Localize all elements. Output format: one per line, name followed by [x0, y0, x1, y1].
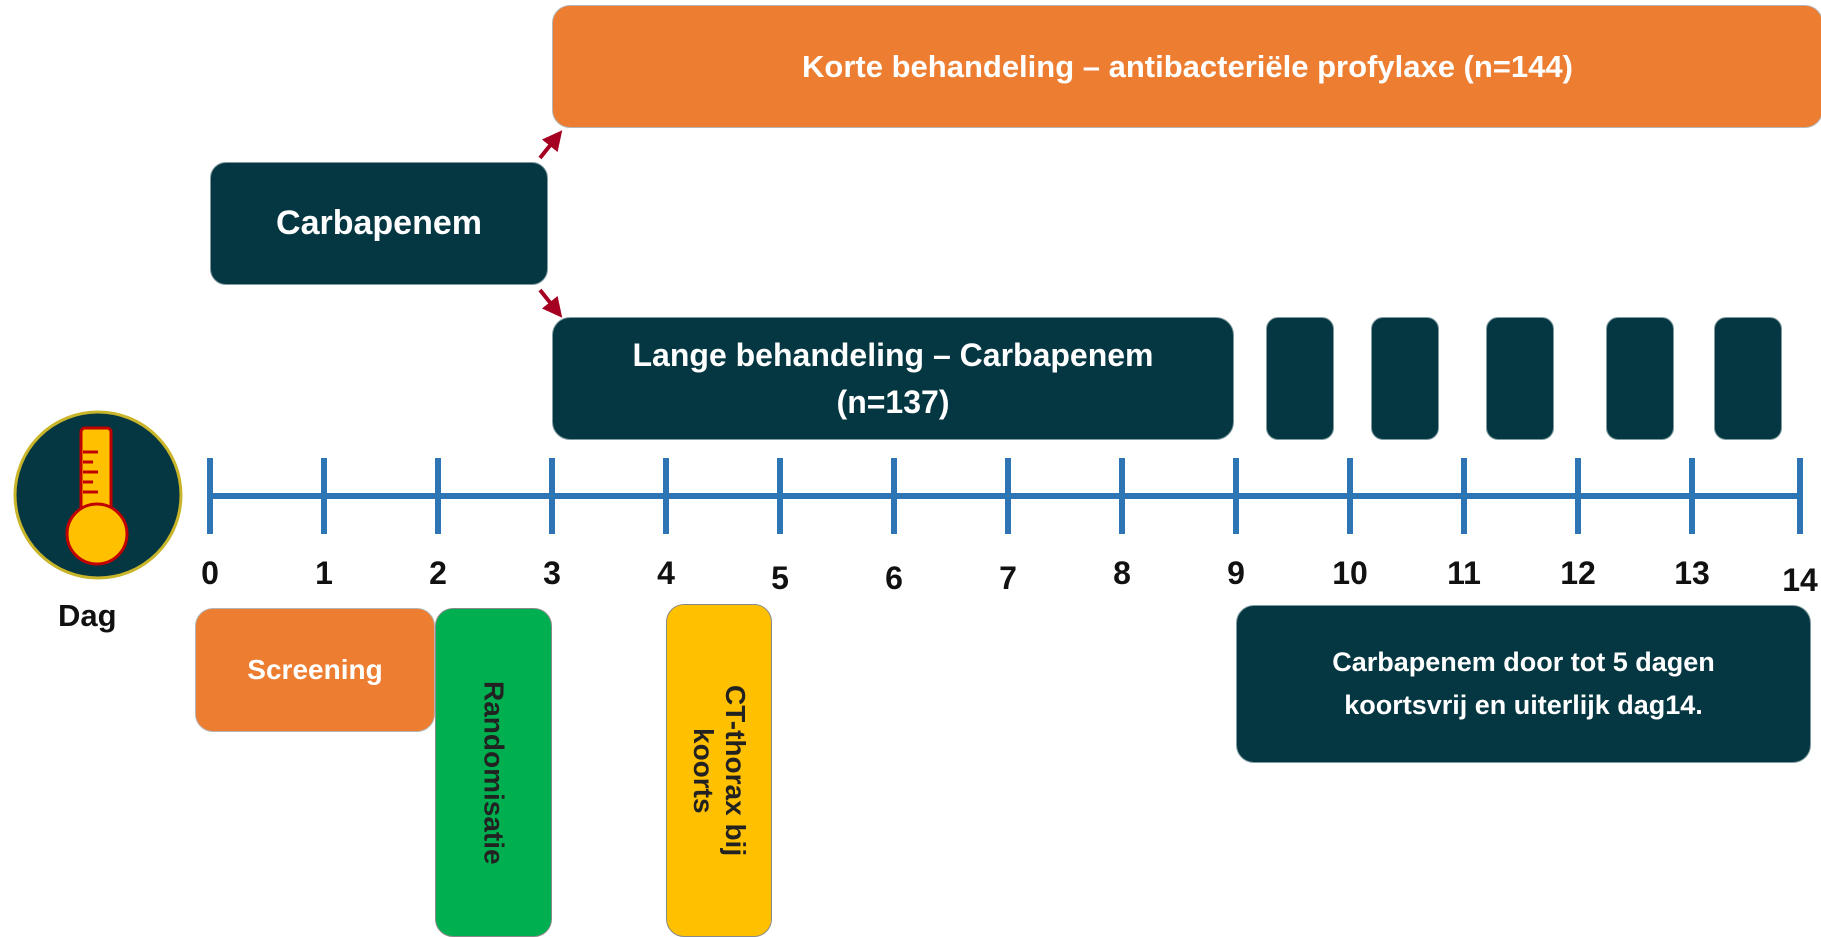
treatment-segment — [1606, 317, 1674, 440]
randomisation-label: Randomisatie — [478, 680, 510, 865]
arrow-down-lange — [538, 288, 563, 318]
carbapenem-note-line1: Carbapenem door tot 5 dagen — [1332, 646, 1715, 677]
tick-label: 12 — [1560, 555, 1596, 591]
tick-label: 3 — [543, 555, 561, 591]
treatment-segment — [1486, 317, 1554, 440]
treatment-segment — [1371, 317, 1439, 440]
screening-box: Screening — [195, 608, 435, 732]
tick-label: 10 — [1332, 555, 1368, 591]
carbapenem-note-line2: koortsvrij en uiterlijk dag14. — [1344, 690, 1703, 720]
ct-thorax-box: CT-thorax bij koorts — [666, 604, 772, 937]
tick-label: 8 — [1113, 555, 1131, 591]
long-treatment-box: Lange behandeling – Carbapenem (n=137) — [552, 317, 1234, 440]
thermometer-icon — [13, 410, 183, 580]
tick-label: 4 — [657, 555, 675, 591]
ct-thorax-label-line2: koorts — [688, 727, 719, 814]
carbapenem-note-box: Carbapenem door tot 5 dagen koortsvrij e… — [1236, 605, 1811, 763]
carbapenem-label: Carbapenem — [276, 204, 482, 242]
arrow-up-korte — [538, 130, 563, 160]
short-treatment-label: Korte behandeling – antibacteriële profy… — [802, 48, 1573, 84]
tick-label: 5 — [771, 560, 789, 596]
randomisation-box: Randomisatie — [435, 608, 552, 937]
treatment-segment — [1714, 317, 1782, 440]
tick-label: 7 — [999, 560, 1017, 596]
long-treatment-count: (n=137) — [836, 383, 950, 420]
treatment-segment — [1266, 317, 1334, 440]
tick-label: 11 — [1447, 555, 1481, 591]
axis-label-dag: Dag — [58, 598, 117, 633]
carbapenem-box: Carbapenem — [210, 162, 548, 285]
tick-label: 14 — [1782, 562, 1818, 598]
tick-label: 0 — [201, 555, 219, 591]
tick-label: 9 — [1227, 555, 1245, 591]
tick-label: 2 — [429, 555, 447, 591]
screening-label: Screening — [247, 654, 383, 685]
short-treatment-box: Korte behandeling – antibacteriële profy… — [552, 5, 1821, 128]
ct-thorax-label-line1: CT-thorax bij — [720, 684, 752, 857]
tick-label: 13 — [1674, 555, 1710, 591]
long-treatment-label: Lange behandeling – Carbapenem — [632, 337, 1154, 374]
tick-label: 1 — [315, 555, 333, 591]
tick-label: 6 — [885, 560, 903, 596]
